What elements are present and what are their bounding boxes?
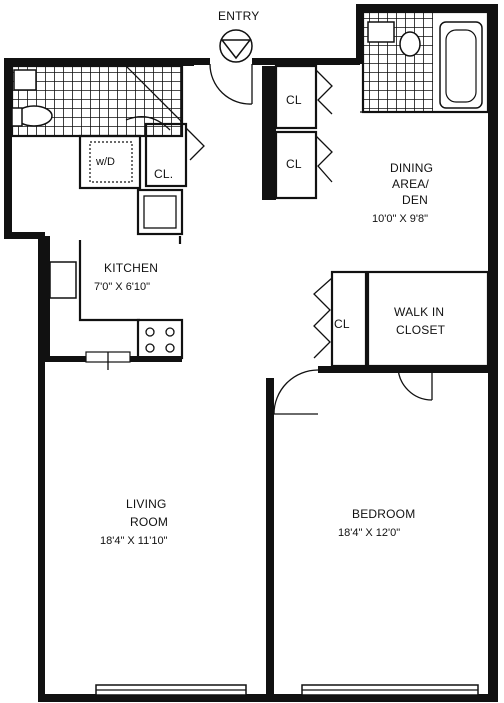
bathroom-right bbox=[360, 10, 490, 114]
stove bbox=[136, 318, 184, 360]
kitchen-dims: 7'0" X 6'10" bbox=[94, 281, 150, 293]
living-room: LIVING ROOM 18'4" X 11'10" bbox=[100, 497, 168, 547]
kitchen-name: KITCHEN bbox=[104, 261, 158, 275]
closet-cl-4: CL bbox=[313, 270, 368, 368]
kitchen-sink bbox=[49, 261, 77, 299]
bedroom-name: BEDROOM bbox=[352, 507, 415, 521]
closet-cl-3: CL. bbox=[144, 122, 205, 188]
dining-name-2: AREA/ bbox=[392, 177, 429, 191]
living-name-2: ROOM bbox=[130, 515, 168, 529]
kitchen: KITCHEN 7'0" X 6'10" bbox=[44, 236, 184, 370]
closet-label-4: CL bbox=[334, 317, 350, 331]
bottom-windows bbox=[95, 684, 479, 696]
bathroom-left bbox=[10, 64, 184, 138]
dining-name-1: DINING bbox=[390, 161, 433, 175]
closet-label-1: CL bbox=[286, 93, 302, 107]
walkin-name-2: CLOSET bbox=[396, 323, 446, 337]
closet-cl-2: CL bbox=[274, 130, 333, 200]
entry: ENTRY bbox=[209, 9, 259, 105]
living-dims: 18'4" X 11'10" bbox=[100, 535, 168, 547]
walk-in-closet: WALK IN CLOSET bbox=[366, 270, 490, 401]
closet-cl-1: CL bbox=[262, 64, 333, 200]
closet-label-3: CL. bbox=[154, 167, 173, 181]
exterior-walls bbox=[4, 4, 498, 702]
bedroom-dims: 18'4" X 12'0" bbox=[338, 527, 400, 539]
dining-dims: 10'0" X 9'8" bbox=[372, 213, 428, 225]
dining-area: DINING AREA/ DEN 10'0" X 9'8" bbox=[372, 161, 433, 225]
bedroom: BEDROOM 18'4" X 12'0" bbox=[338, 507, 415, 539]
utility-square bbox=[136, 188, 184, 236]
bedroom-walls bbox=[273, 366, 488, 415]
washer-dryer-label: w/D bbox=[95, 156, 115, 168]
entry-arrow-icon bbox=[220, 39, 252, 60]
living-name-1: LIVING bbox=[126, 497, 167, 511]
dining-name-3: DEN bbox=[402, 193, 428, 207]
washer-dryer-closet: w/D bbox=[78, 134, 142, 190]
entry-label: ENTRY bbox=[218, 9, 259, 23]
walkin-name-1: WALK IN bbox=[394, 305, 444, 319]
closet-label-2: CL bbox=[286, 157, 302, 171]
